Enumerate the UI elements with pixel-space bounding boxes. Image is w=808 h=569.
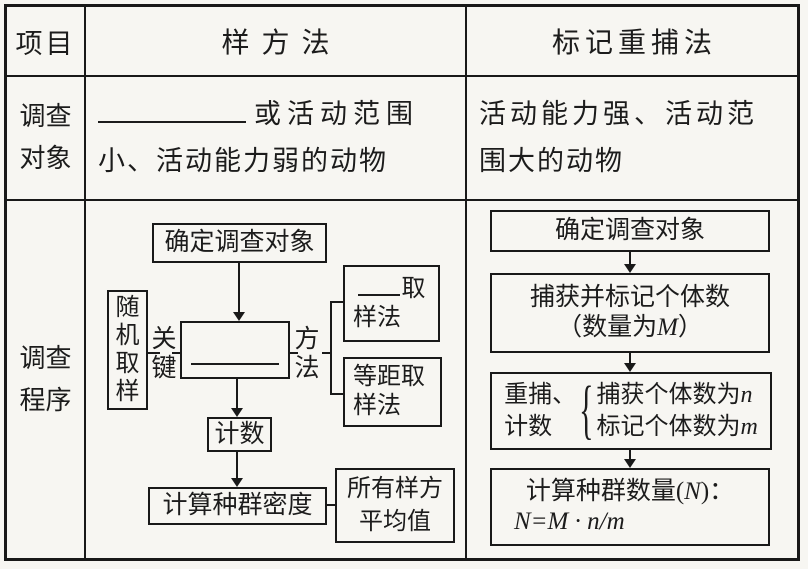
marked-count-text: 标记个体数为 [596, 414, 741, 440]
calculate-population-line1: 计算种群数量(N)： [526, 477, 734, 507]
flow-box-calculate-density: 计算种群密度 [148, 487, 327, 525]
determine-subject-text: 确定调查对象 [164, 229, 315, 256]
key-label-text: 关键 [151, 326, 177, 382]
calculate-density-text: 计算种群密度 [162, 492, 313, 519]
header-mark-recapture: 标记重捕法 [467, 7, 797, 77]
flow-box-recapture-count: 重捕、 计数 { 捕获个体数为n 标记个体数为m [490, 372, 772, 450]
quadrat-flowchart: 确定调查对象 随机取样 关键 方法 [86, 201, 465, 558]
mark-subject-line2: 围大的动物 [479, 146, 624, 176]
connector-line [172, 352, 180, 354]
recapture-line1: 重捕、 [504, 382, 577, 408]
row-label-survey-subject: 调查 对象 [7, 77, 86, 201]
recapture-details: 捕获个体数为n 标记个体数为m [597, 379, 758, 443]
flow-box-determine-subject: 确定调查对象 [490, 210, 770, 252]
mark-procedure-cell: 确定调查对象 捕获并标记个体数 （数量为M） 重捕、 计数 { 捕获个体数为n … [467, 201, 797, 558]
flow-box-calculate-population: 计算种群数量(N)： N=M · n/m [490, 468, 770, 546]
option1-line2: 样法 [353, 305, 401, 331]
quadrat-procedure-cell: 确定调查对象 随机取样 关键 方法 [86, 201, 467, 558]
variable-N: N [684, 478, 701, 505]
comparison-table: 项目 样方法 标记重捕法 调查 对象 或活动范围 小、活动能力弱的动物 活动能力… [4, 4, 800, 561]
header-item-label: 项目 [15, 28, 76, 59]
option2-line2: 样法 [353, 393, 401, 419]
down-arrow-icon [231, 379, 243, 417]
quantity-text: （数量为 [557, 314, 658, 341]
note-line2: 平均值 [359, 508, 431, 535]
flow-box-determine-subject: 确定调查对象 [152, 223, 327, 263]
survey-procedure-label-line2: 程序 [19, 385, 72, 415]
flow-box-count: 计数 [207, 417, 272, 452]
mark-subject-line1: 活动能力强、活动范 [479, 99, 758, 129]
method-label-text: 方法 [294, 326, 320, 382]
flow-box-random-sampling: 随机取样 [107, 290, 148, 410]
connector-line [330, 301, 343, 303]
option1-line1: 取 [357, 274, 426, 304]
determine-subject-text: 确定调查对象 [554, 217, 705, 244]
fill-in-blank-line [191, 363, 279, 365]
quadrat-subject-line1-text: 或活动范围 [254, 99, 419, 129]
population-formula: N=M · n/m [514, 508, 625, 535]
brace-icon: { [579, 373, 594, 447]
capture-mark-line2: （数量为M） [557, 313, 703, 343]
survey-subject-label-line1: 调查 [19, 102, 72, 131]
down-arrow-icon [233, 263, 245, 321]
note-line1: 所有样方 [347, 476, 443, 503]
flow-box-quadrat-average-note: 所有样方 平均值 [335, 468, 455, 543]
random-sampling-text: 随机取样 [115, 295, 140, 405]
flow-box-sampling-option-2: 等距取 样法 [343, 357, 442, 427]
method-label: 方法 [292, 325, 322, 383]
connector-line [148, 352, 160, 354]
header-quadrat-label: 样方法 [221, 28, 342, 59]
connector-line [330, 393, 343, 395]
connector-line [327, 504, 335, 506]
down-arrow-icon [624, 353, 636, 372]
connector-line [322, 352, 332, 354]
header-mark-label: 标记重捕法 [551, 28, 717, 59]
mark-subject-cell: 活动能力强、活动范 围大的动物 [467, 77, 797, 201]
fill-in-blank-line [357, 274, 400, 297]
calculate-population-text: 计算种群数量( [525, 478, 685, 505]
survey-subject-label-line2: 对象 [19, 144, 72, 173]
connector-line [290, 352, 298, 354]
colon-text: )： [700, 478, 735, 505]
flow-box-capture-mark: 捕获并标记个体数 （数量为M） [490, 273, 770, 353]
quadrat-subject-line2: 小、活动能力弱的动物 [98, 146, 388, 176]
option1-suffix: 取 [401, 276, 426, 303]
capture-mark-line1: 捕获并标记个体数 [529, 284, 730, 311]
header-quadrat-method: 样方法 [86, 7, 467, 77]
variable-M: M [657, 314, 678, 341]
mark-recapture-flowchart: 确定调查对象 捕获并标记个体数 （数量为M） 重捕、 计数 { 捕获个体数为n … [467, 201, 797, 558]
captured-count-line: 捕获个体数为n [597, 379, 758, 411]
down-arrow-icon [231, 452, 243, 487]
quadrat-subject-line1: 或活动范围 [98, 91, 455, 138]
down-arrow-icon [624, 450, 636, 468]
bracket-line [330, 301, 332, 395]
option2-line1: 等距取 [353, 364, 425, 391]
row-label-survey-procedure: 调查 程序 [7, 201, 86, 558]
survey-procedure-label-line1: 调查 [19, 343, 72, 373]
quadrat-subject-cell: 或活动范围 小、活动能力弱的动物 [86, 77, 467, 201]
close-paren: ） [677, 314, 703, 341]
marked-count-line: 标记个体数为m [597, 411, 758, 443]
count-text: 计数 [214, 420, 265, 448]
flow-box-sampling-option-1: 取 样法 [343, 265, 440, 342]
flow-box-key-blank [180, 321, 290, 379]
recapture-count-label: 重捕、 计数 [504, 379, 576, 443]
variable-m: m [740, 414, 758, 440]
fill-in-blank-line [98, 93, 246, 123]
variable-n: n [740, 382, 753, 408]
key-label: 关键 [149, 325, 179, 383]
recapture-line2: 计数 [504, 414, 553, 440]
header-item: 项目 [7, 7, 86, 77]
captured-count-text: 捕获个体数为 [596, 382, 741, 408]
down-arrow-icon [624, 252, 636, 273]
